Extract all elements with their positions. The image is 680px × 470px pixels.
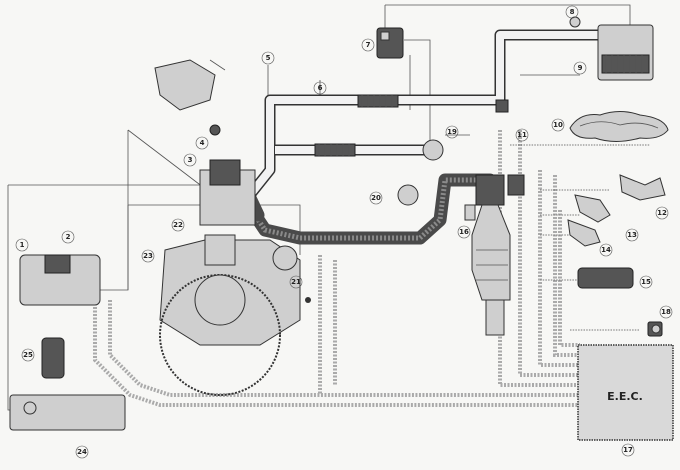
sensor-16 [464,204,476,221]
fuel-tank [9,394,126,431]
exhaust-junction [475,174,505,206]
sensor-12 [619,174,666,201]
callout-8: 8 [570,8,575,16]
vacuum-solenoid [376,27,404,59]
callout-2: 2 [66,233,71,241]
sensor-18-connector [651,324,661,334]
sensor-4 [209,124,221,136]
catalytic-converter [471,204,511,301]
oxygen-sensor [507,174,525,196]
callout-17: 17 [623,446,633,454]
cylinder-head [204,234,236,266]
fuel-pump [23,401,37,415]
callout-21: 21 [291,278,301,286]
fuel-pressure-regulator [44,254,71,274]
temperature-sensor [569,16,581,28]
callout-24: 24 [77,448,87,456]
sensor-15 [577,267,634,289]
wiring-harness [93,130,650,407]
callouts: 1 2 3 4 5 6 7 8 9 10 11 12 13 14 15 16 1… [15,5,673,459]
sensor-20 [397,184,419,206]
callout-7: 7 [366,41,371,49]
fuel-filter [41,337,65,379]
air-cleaner [569,16,654,81]
sensor-group [567,174,666,337]
callout-12: 12 [657,209,667,217]
crankshaft-pulley [194,274,246,326]
callout-22: 22 [173,221,183,229]
callout-1: 1 [20,241,25,249]
crank-sensor [305,297,311,303]
callout-4: 4 [200,139,205,147]
callout-10: 10 [553,121,563,129]
callout-23: 23 [143,252,153,260]
callout-6: 6 [318,84,323,92]
injector [209,159,241,186]
callout-9: 9 [578,64,583,72]
sensor-14 [567,219,601,247]
egr-control-valve [422,139,444,161]
air-filter-element [601,54,650,74]
callout-25: 25 [23,351,33,359]
signal-lines [7,4,631,411]
callout-11: 11 [517,131,527,139]
ignition-coil [154,59,216,111]
flywheel [159,274,281,396]
callout-15: 15 [641,278,651,286]
engine [9,59,476,431]
callout-13: 13 [627,231,637,239]
callout-5: 5 [266,54,271,62]
carbon-canister [569,111,669,142]
callout-20: 20 [371,194,381,202]
eec-module: E.E.C. [577,344,674,441]
callout-14: 14 [601,246,611,254]
eec-box [577,344,674,441]
sensor-21 [272,245,298,271]
callout-18: 18 [661,308,671,316]
sensor-13 [574,194,611,223]
callout-3: 3 [188,156,193,164]
callout-19: 19 [447,128,457,136]
air-hose-system [245,29,600,199]
tailpipe [485,299,505,336]
eec-label: E.E.C. [607,390,643,403]
hose-clamp [495,99,509,113]
solenoid-port [380,31,390,41]
callout-16: 16 [459,228,469,236]
